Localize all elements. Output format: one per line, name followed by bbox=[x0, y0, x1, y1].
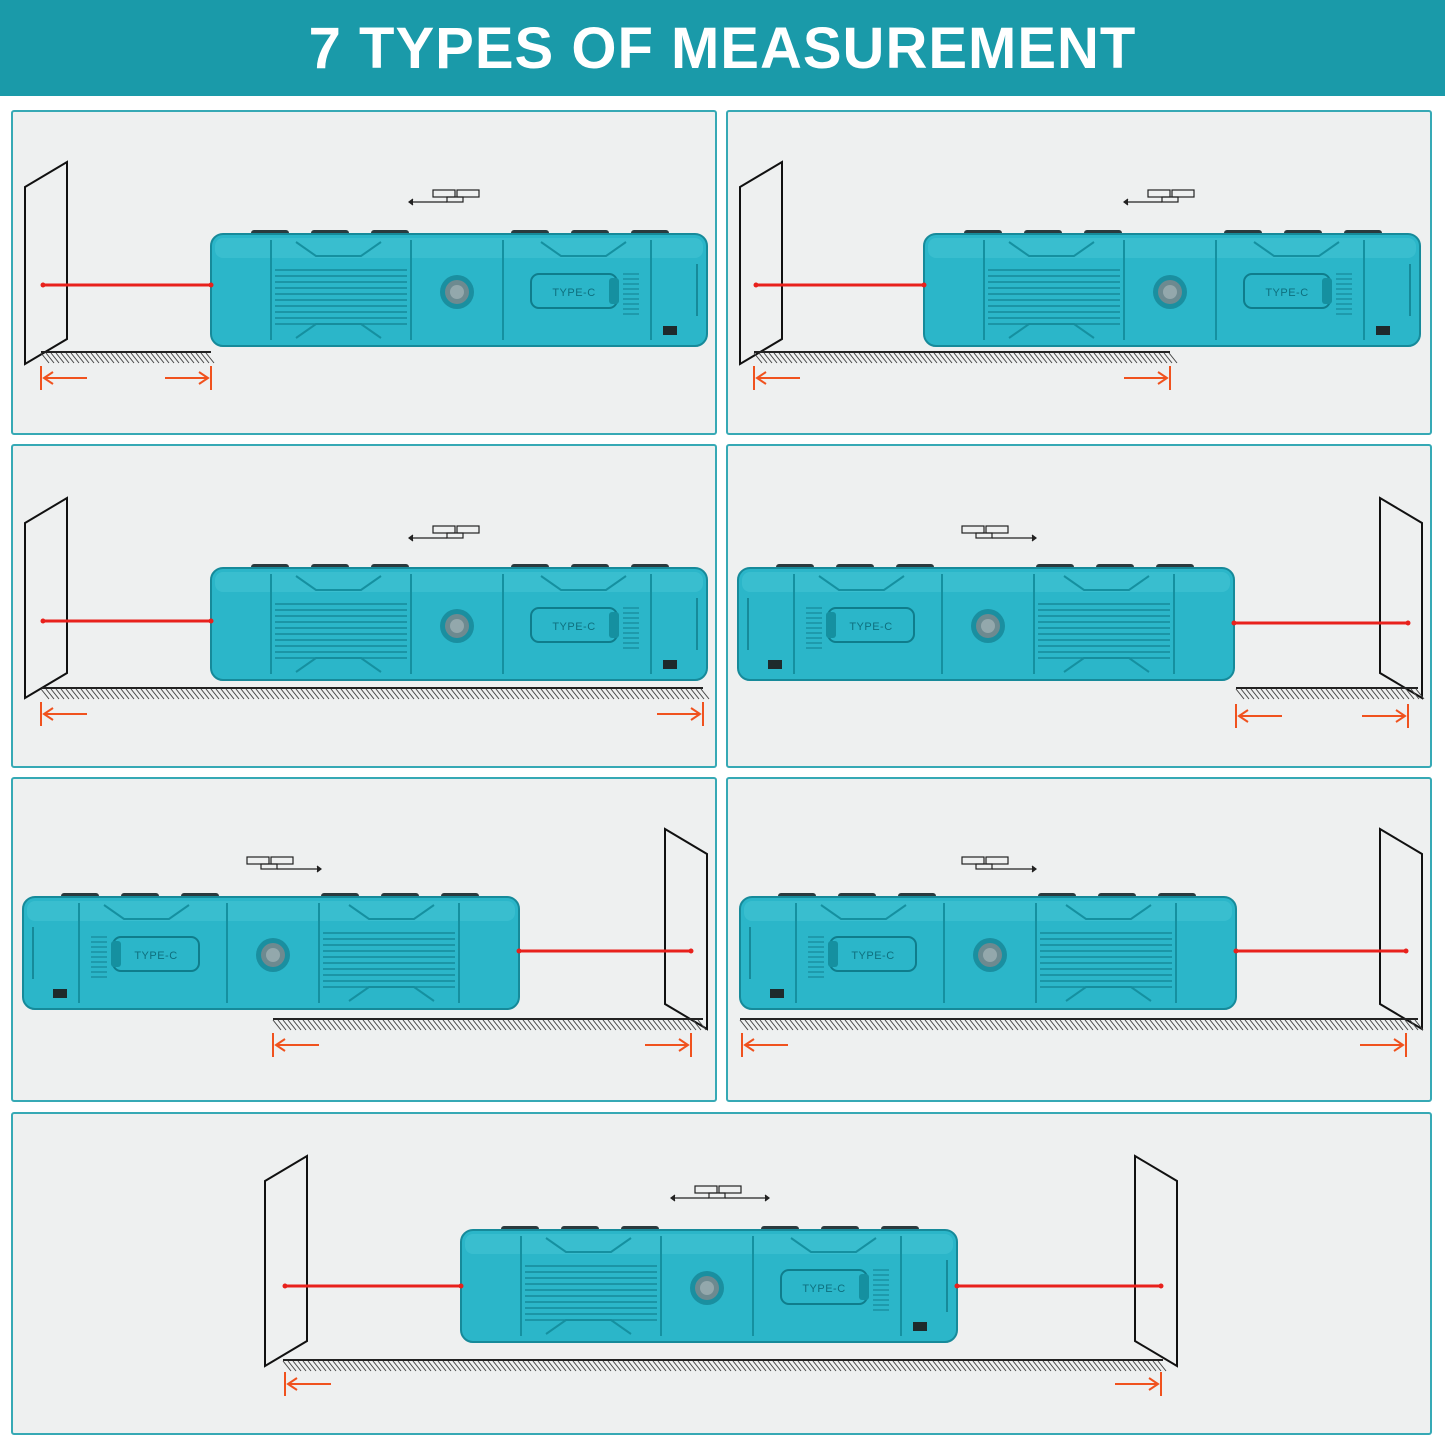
wall bbox=[264, 1154, 308, 1368]
floor-surface bbox=[753, 351, 1178, 364]
measurement-panel-4: TYPE-C bbox=[726, 444, 1432, 768]
laser-window bbox=[1376, 326, 1390, 335]
floor-surface bbox=[1235, 687, 1425, 700]
laser-window bbox=[770, 989, 784, 998]
vent-grille bbox=[1038, 603, 1170, 659]
reference-point-icon bbox=[961, 525, 1037, 542]
arrow-right-icon bbox=[1362, 709, 1407, 723]
laser-distance-meter: TYPE-C bbox=[739, 893, 1237, 1010]
port-label: TYPE-C bbox=[134, 950, 177, 962]
measurement-panel-1: TYPE-C bbox=[11, 110, 717, 435]
laser-distance-meter: TYPE-C bbox=[210, 230, 708, 347]
laser-window bbox=[53, 989, 67, 998]
reference-point-icon bbox=[408, 525, 480, 542]
laser-window bbox=[913, 1322, 927, 1331]
arrow-right-icon bbox=[645, 1038, 690, 1052]
measurement-arrows bbox=[753, 366, 1171, 390]
wall bbox=[1379, 496, 1423, 700]
floor-surface bbox=[272, 1018, 707, 1031]
measurement-panel-5: TYPE-C bbox=[11, 777, 717, 1102]
vent-grille bbox=[275, 603, 407, 659]
floor-surface bbox=[739, 1018, 1424, 1031]
measurement-illustration: TYPE-C bbox=[24, 160, 708, 390]
measurement-illustration: TYPE-C bbox=[739, 160, 1421, 390]
reference-point-icon bbox=[1123, 189, 1195, 206]
arrow-left-icon bbox=[274, 1038, 319, 1052]
vent-grille bbox=[275, 269, 407, 325]
reference-point-icon bbox=[246, 856, 322, 873]
arrow-right-icon bbox=[165, 371, 210, 385]
floor-surface bbox=[282, 1359, 1167, 1372]
vent-grille bbox=[323, 932, 455, 988]
laser-distance-meter: TYPE-C bbox=[923, 230, 1421, 347]
measurement-panel-2: TYPE-C bbox=[726, 110, 1432, 435]
measurement-arrows bbox=[1235, 704, 1409, 728]
measurement-illustration: TYPE-C bbox=[22, 827, 708, 1057]
measurement-arrows bbox=[40, 702, 704, 726]
measurement-arrows bbox=[272, 1033, 692, 1057]
arrow-right-icon bbox=[1360, 1038, 1405, 1052]
wall bbox=[739, 160, 783, 366]
measurement-illustration: TYPE-C bbox=[24, 496, 710, 726]
measurement-arrows bbox=[741, 1033, 1407, 1057]
arrow-right-icon bbox=[1115, 1377, 1160, 1391]
reference-point-icon bbox=[670, 1185, 770, 1202]
floor-surface bbox=[40, 351, 215, 364]
vent-grille bbox=[525, 1265, 657, 1321]
vent-grille bbox=[1040, 932, 1172, 988]
reference-point-icon bbox=[961, 856, 1037, 873]
port-label: TYPE-C bbox=[802, 1283, 845, 1295]
vent-grille bbox=[988, 269, 1120, 325]
port-label: TYPE-C bbox=[1265, 287, 1308, 299]
measurement-panel-6: TYPE-C bbox=[726, 777, 1432, 1102]
wall bbox=[1134, 1154, 1178, 1368]
arrow-left-icon bbox=[755, 371, 800, 385]
arrow-left-icon bbox=[1237, 709, 1282, 723]
laser-window bbox=[768, 660, 782, 669]
laser-distance-meter: TYPE-C bbox=[22, 893, 520, 1010]
measurement-panel-3: TYPE-C bbox=[11, 444, 717, 768]
wall bbox=[24, 496, 68, 700]
measurement-arrows bbox=[284, 1372, 1162, 1396]
measurement-illustration: TYPE-C bbox=[739, 827, 1424, 1057]
wall bbox=[1379, 827, 1423, 1031]
arrow-left-icon bbox=[42, 707, 87, 721]
arrow-right-icon bbox=[657, 707, 702, 721]
page-title: 7 TYPES OF MEASUREMENT bbox=[308, 15, 1137, 81]
wall bbox=[24, 160, 68, 366]
title-banner: 7 TYPES OF MEASUREMENT bbox=[0, 0, 1445, 96]
arrow-right-icon bbox=[1124, 371, 1169, 385]
laser-window bbox=[663, 326, 677, 335]
wall bbox=[664, 827, 708, 1031]
reference-point-icon bbox=[408, 189, 480, 206]
measurement-arrows bbox=[40, 366, 212, 390]
measurement-illustration: TYPE-C bbox=[737, 496, 1425, 728]
arrow-left-icon bbox=[42, 371, 87, 385]
floor-surface bbox=[40, 687, 710, 700]
laser-distance-meter: TYPE-C bbox=[737, 564, 1235, 681]
arrow-left-icon bbox=[743, 1038, 788, 1052]
laser-window bbox=[663, 660, 677, 669]
measurement-illustration: TYPE-C bbox=[264, 1154, 1178, 1396]
port-label: TYPE-C bbox=[851, 950, 894, 962]
measurement-panel-7: TYPE-C bbox=[11, 1112, 1432, 1435]
port-label: TYPE-C bbox=[552, 621, 595, 633]
arrow-left-icon bbox=[286, 1377, 331, 1391]
laser-distance-meter: TYPE-C bbox=[210, 564, 708, 681]
port-label: TYPE-C bbox=[849, 621, 892, 633]
port-label: TYPE-C bbox=[552, 287, 595, 299]
laser-distance-meter: TYPE-C bbox=[460, 1226, 958, 1343]
